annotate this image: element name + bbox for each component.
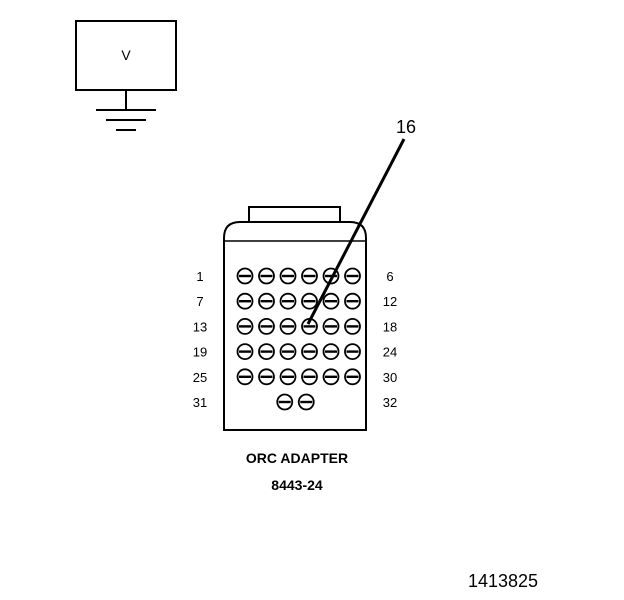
pin-socket — [322, 292, 340, 310]
callout-leader — [306, 138, 406, 325]
pin-socket — [276, 393, 294, 411]
adapter-name: ORC ADAPTER — [246, 450, 348, 466]
callout-label: 16 — [396, 117, 416, 137]
pin-socket — [279, 343, 297, 361]
pin-socket — [236, 368, 254, 386]
row-start-label: 1 — [196, 269, 203, 284]
row-start-label: 19 — [193, 345, 207, 360]
pin-socket — [236, 343, 254, 361]
ground-symbol-icon — [96, 109, 156, 131]
pin-socket — [344, 292, 361, 310]
row-end-label: 32 — [383, 395, 397, 410]
pin-socket — [344, 368, 361, 386]
pin-socket — [279, 267, 297, 285]
pin-socket — [301, 267, 318, 285]
row-start-label: 31 — [193, 395, 207, 410]
pin-socket — [322, 317, 340, 335]
pin-socket — [322, 343, 340, 361]
row-end-label: 12 — [383, 294, 397, 309]
pin-socket — [236, 292, 254, 310]
pin-socket — [344, 317, 361, 335]
voltmeter-box — [75, 20, 177, 91]
row-end-label: 6 — [386, 269, 393, 284]
row-labels: 1 6 7 12 13 18 19 24 25 30 31 32 — [193, 269, 397, 410]
connector — [223, 206, 367, 431]
pin-socket — [236, 317, 254, 335]
pin-socket — [344, 267, 361, 285]
pin-socket — [236, 267, 254, 285]
row-start-label: 13 — [193, 319, 207, 334]
pin-socket — [301, 368, 318, 386]
row-end-label: 24 — [383, 345, 397, 360]
row-end-label: 18 — [383, 319, 397, 334]
voltmeter-label: V — [121, 47, 131, 63]
pin-socket — [258, 317, 275, 335]
row-end-label: 30 — [383, 370, 397, 385]
adapter-part-number: 8443-24 — [271, 477, 323, 493]
pin-socket — [279, 292, 297, 310]
figure-id: 1413825 — [468, 571, 538, 591]
callout: 16 — [306, 117, 416, 325]
row-start-label: 7 — [196, 294, 203, 309]
pin-socket — [322, 368, 340, 386]
connector-latch — [248, 206, 341, 224]
pin-socket — [344, 343, 361, 361]
pin-socket — [301, 343, 318, 361]
pin-socket — [279, 317, 297, 335]
row-start-label: 25 — [193, 370, 207, 385]
pin-socket — [258, 343, 275, 361]
pin-socket — [301, 292, 318, 310]
pin-socket — [279, 368, 297, 386]
pin-socket — [258, 267, 275, 285]
voltmeter: V — [75, 20, 177, 131]
pin-socket — [258, 368, 275, 386]
pin-socket — [258, 292, 275, 310]
pin-socket — [297, 393, 315, 411]
